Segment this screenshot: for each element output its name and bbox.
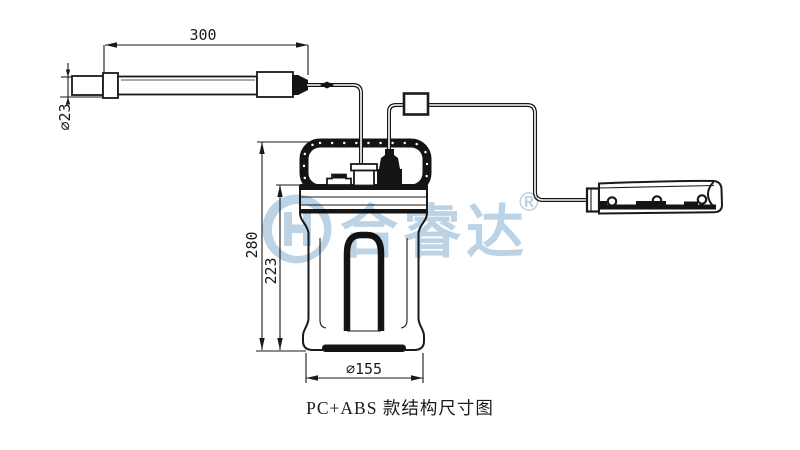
dim-label-300: 300 bbox=[189, 26, 216, 44]
mount-boss-1 bbox=[606, 196, 618, 207]
arrow-top-icon bbox=[259, 142, 265, 154]
arrow-right-icon bbox=[296, 42, 308, 48]
arrow-bottom-icon bbox=[259, 338, 265, 350]
handle-stipple-dots bbox=[302, 141, 429, 191]
brand-name-text: 合睿达 bbox=[340, 200, 529, 265]
arrow-left-icon bbox=[105, 42, 117, 48]
transmitter-cable bbox=[387, 103, 590, 202]
brand-logo-icon bbox=[254, 188, 339, 270]
deck-plug-cover-top bbox=[333, 175, 346, 179]
dim-label-dia23: ⌀23 bbox=[56, 103, 74, 130]
arrow-bottom-icon bbox=[277, 338, 283, 350]
probe-assembly bbox=[71, 71, 308, 99]
arrow-right-icon bbox=[411, 375, 423, 381]
wall-bracket bbox=[585, 179, 724, 215]
inner-wall-left bbox=[319, 238, 327, 329]
mount-boss-3 bbox=[696, 194, 708, 205]
probe-cable bbox=[307, 81, 363, 170]
housing-top-line bbox=[599, 184, 715, 189]
probe-collar bbox=[102, 72, 119, 99]
inline-connector-box bbox=[402, 92, 430, 116]
registered-trademark-icon: ® bbox=[519, 187, 539, 217]
dimension-probe-length: 300 bbox=[103, 26, 309, 75]
deck-fittings bbox=[326, 149, 402, 187]
dimension-probe-diameter: ⌀23 bbox=[56, 63, 103, 131]
cable-gland-cap bbox=[350, 163, 378, 172]
probe-cable-core bbox=[307, 84, 362, 170]
cable-gland-body bbox=[353, 169, 375, 187]
outlet-connector bbox=[377, 149, 402, 185]
transmitter-cable-core bbox=[388, 104, 590, 201]
dimension-body-width: ⌀155 bbox=[305, 353, 424, 383]
rail-tab-2 bbox=[684, 201, 698, 205]
diagram-caption: PC+ABS 款结构尺寸图 bbox=[306, 398, 494, 418]
base-band bbox=[322, 344, 406, 352]
dim-label-dia155: ⌀155 bbox=[346, 360, 382, 378]
probe-tip-section bbox=[71, 75, 104, 96]
arrow-top-icon bbox=[65, 69, 71, 77]
mounting-rail bbox=[599, 204, 716, 210]
shoulder-band bbox=[301, 209, 426, 214]
arrow-left-icon bbox=[306, 375, 318, 381]
probe-cable-outer bbox=[307, 83, 363, 170]
inner-wall-right bbox=[400, 238, 408, 329]
probe-cable-connector bbox=[292, 75, 308, 95]
cable-marker-icon bbox=[320, 81, 334, 89]
arrow-bottom-icon bbox=[65, 97, 71, 105]
probe-tube bbox=[117, 75, 258, 96]
probe-head bbox=[256, 71, 294, 98]
rail-tab-3 bbox=[600, 201, 607, 205]
front-window-slot bbox=[343, 231, 385, 331]
brand-watermark: 合睿达 ® bbox=[254, 187, 539, 270]
bracket-cable-connector bbox=[585, 187, 601, 213]
rail-tab-1 bbox=[636, 201, 666, 205]
